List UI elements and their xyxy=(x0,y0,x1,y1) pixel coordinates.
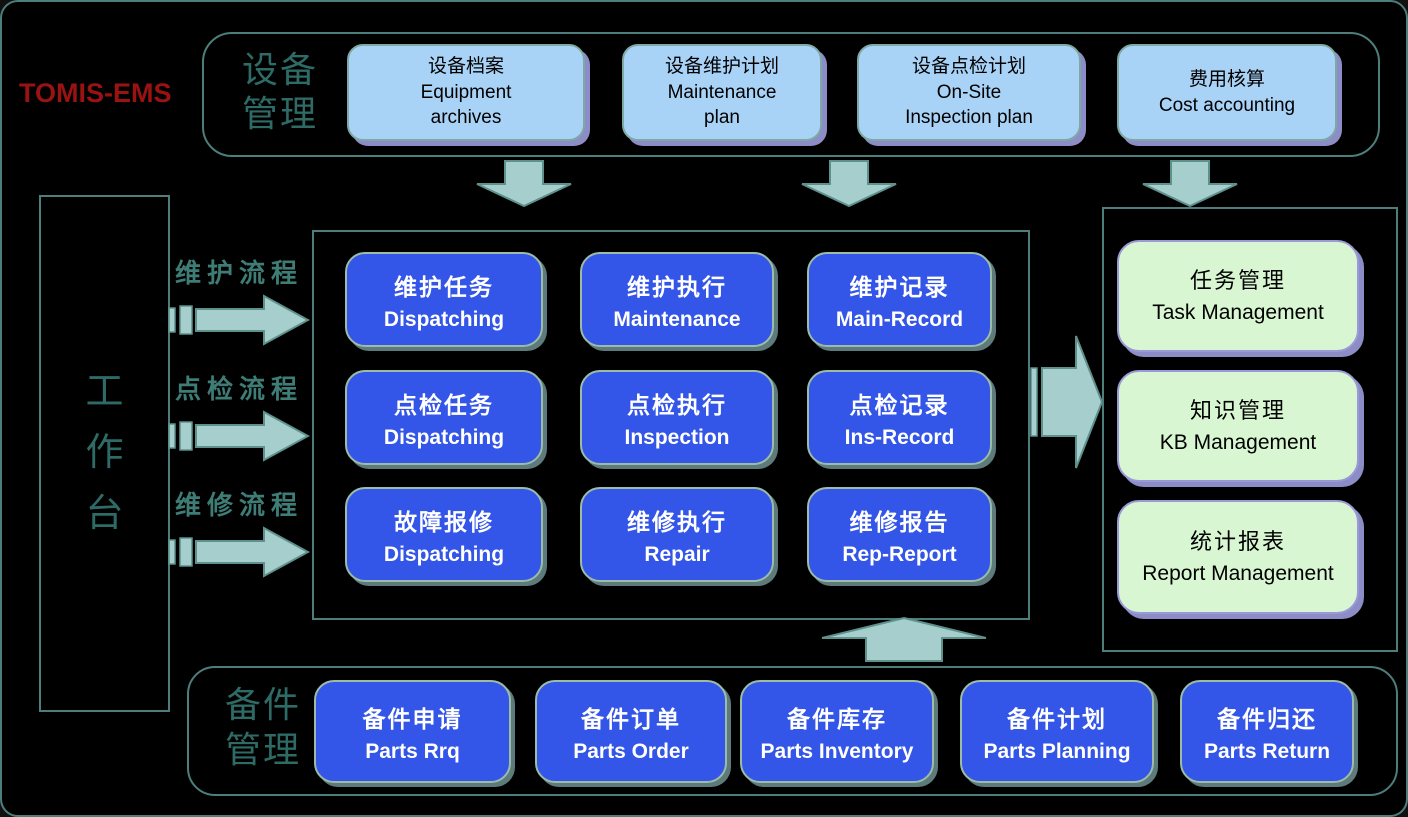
repair-flow-label: 维修流程 xyxy=(174,491,303,520)
equipment-management-label: 设备 管理 xyxy=(241,50,318,134)
maintenance-flow-label: 维护流程 xyxy=(174,259,303,288)
workbench-label: 工 作 台 xyxy=(85,371,124,535)
box-maintenance-plan-en: Maintenance plan xyxy=(667,81,777,129)
box-cost-accounting: 费用核算 Cost accounting xyxy=(1117,44,1337,141)
box-onsite-inspection-plan-en: On-Site Inspection plan xyxy=(905,81,1033,129)
box-report-management-en: Report Management xyxy=(1142,561,1334,585)
box-inspection-execution-zh: 点检执行 xyxy=(627,391,727,418)
flow-arrow-icon xyxy=(168,294,310,346)
box-equipment-archives: 设备档案 Equipment archives xyxy=(347,44,585,141)
box-repair-execution: 维修执行 Repair xyxy=(580,487,774,582)
box-kb-management-zh: 知识管理 xyxy=(1189,397,1286,423)
box-parts-planning: 备件计划 Parts Planning xyxy=(960,680,1154,783)
box-maintenance-execution-en: Maintenance xyxy=(613,307,741,331)
logo-tomis-ems: TOMIS-EMS xyxy=(19,78,172,108)
box-parts-inventory: 备件库存 Parts Inventory xyxy=(740,680,934,783)
up-arrow-icon xyxy=(821,617,987,662)
box-parts-request-en: Parts Rrq xyxy=(365,739,460,763)
process-grid-panel xyxy=(312,230,1030,620)
box-parts-inventory-en: Parts Inventory xyxy=(760,739,914,763)
box-repair-dispatching-zh: 故障报修 xyxy=(394,508,494,535)
box-equipment-archives-zh: 设备档案 xyxy=(427,56,504,78)
workbench-panel: 工 作 台 xyxy=(39,195,170,712)
box-inspection-record-zh: 点检记录 xyxy=(849,391,950,418)
box-parts-return: 备件归还 Parts Return xyxy=(1180,680,1354,783)
flow-arrow-icon xyxy=(168,526,310,578)
box-onsite-inspection-plan: 设备点检计划 On-Site Inspection plan xyxy=(857,44,1081,141)
box-parts-return-en: Parts Return xyxy=(1203,739,1331,763)
box-parts-order: 备件订单 Parts Order xyxy=(535,680,727,783)
parts-management-section xyxy=(187,666,1398,796)
box-maintenance-record-zh: 维护记录 xyxy=(849,273,950,300)
box-parts-order-zh: 备件订单 xyxy=(581,705,681,732)
box-inspection-record-en: Ins-Record xyxy=(844,425,955,449)
box-task-management-zh: 任务管理 xyxy=(1189,267,1286,293)
box-repair-execution-zh: 维修执行 xyxy=(627,508,727,535)
box-repair-execution-en: Repair xyxy=(644,542,710,566)
box-parts-order-en: Parts Order xyxy=(573,739,689,763)
box-task-management: 任务管理 Task Management xyxy=(1117,240,1359,352)
equipment-management-section xyxy=(202,32,1380,157)
box-maintenance-plan: 设备维护计划 Maintenance plan xyxy=(622,44,822,141)
box-inspection-record: 点检记录 Ins-Record xyxy=(807,370,992,465)
box-maintenance-execution-zh: 维护执行 xyxy=(627,273,727,300)
down-arrow-icon xyxy=(801,160,897,207)
box-maintenance-plan-zh: 设备维护计划 xyxy=(664,56,779,78)
box-repair-report-en: Rep-Report xyxy=(842,542,957,566)
down-arrow-icon xyxy=(1142,160,1238,207)
down-arrow-icon xyxy=(476,160,572,207)
box-inspection-execution-en: Inspection xyxy=(624,425,730,449)
maintenance-flow: 维护流程 xyxy=(168,253,310,346)
box-report-management-zh: 统计报表 xyxy=(1189,528,1286,554)
box-parts-planning-zh: 备件计划 xyxy=(1007,705,1107,732)
box-maintenance-dispatching-zh: 维护任务 xyxy=(394,273,494,300)
box-kb-management: 知识管理 KB Management xyxy=(1117,370,1359,482)
right-arrow-icon xyxy=(1030,335,1104,469)
box-kb-management-en: KB Management xyxy=(1159,430,1317,454)
box-repair-dispatching: 故障报修 Dispatching xyxy=(345,487,543,582)
box-onsite-inspection-plan-zh: 设备点检计划 xyxy=(911,56,1026,78)
box-repair-dispatching-en: Dispatching xyxy=(383,542,505,566)
inspection-flow: 点检流程 xyxy=(168,369,310,462)
box-parts-planning-en: Parts Planning xyxy=(983,739,1131,763)
box-maintenance-execution: 维护执行 Maintenance xyxy=(580,252,774,347)
parts-management-label: 备件 管理 xyxy=(224,685,301,770)
repair-flow: 维修流程 xyxy=(168,485,310,578)
box-cost-accounting-zh: 费用核算 xyxy=(1188,68,1265,90)
box-maintenance-dispatching: 维护任务 Dispatching xyxy=(345,252,543,347)
box-repair-report-zh: 维修报告 xyxy=(849,508,950,535)
inspection-flow-label: 点检流程 xyxy=(174,375,303,404)
box-maintenance-record: 维护记录 Main-Record xyxy=(807,252,992,347)
box-inspection-execution: 点检执行 Inspection xyxy=(580,370,774,465)
box-inspection-dispatching-en: Dispatching xyxy=(383,425,505,449)
management-output-panel xyxy=(1102,207,1398,652)
box-report-management: 统计报表 Report Management xyxy=(1117,500,1359,614)
box-repair-report: 维修报告 Rep-Report xyxy=(807,487,992,582)
box-inspection-dispatching-zh: 点检任务 xyxy=(394,391,494,418)
box-equipment-archives-en: Equipment archives xyxy=(420,81,512,129)
box-cost-accounting-en: Cost accounting xyxy=(1158,94,1296,116)
box-maintenance-record-en: Main-Record xyxy=(835,307,964,331)
box-maintenance-dispatching-en: Dispatching xyxy=(383,307,505,331)
box-parts-return-zh: 备件归还 xyxy=(1217,705,1317,732)
box-task-management-en: Task Management xyxy=(1152,300,1324,324)
box-inspection-dispatching: 点检任务 Dispatching xyxy=(345,370,543,465)
box-parts-inventory-zh: 备件库存 xyxy=(787,705,887,732)
box-parts-request: 备件申请 Parts Rrq xyxy=(314,680,511,783)
flow-arrow-icon xyxy=(168,410,310,462)
box-parts-request-zh: 备件申请 xyxy=(362,705,463,732)
